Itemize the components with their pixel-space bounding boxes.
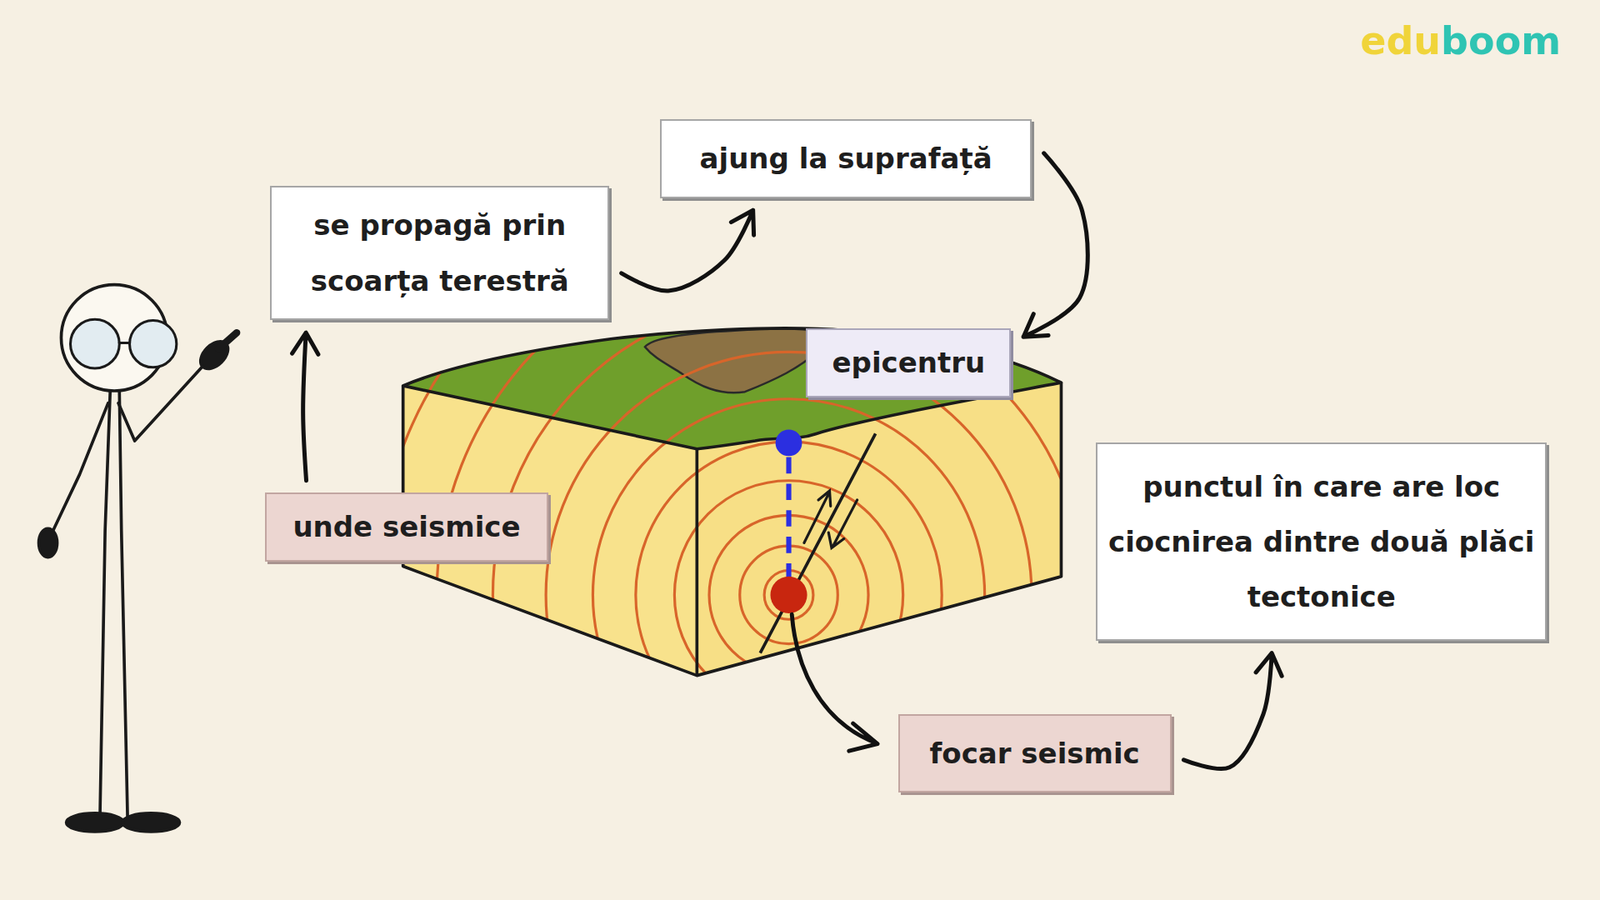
fault-line bbox=[760, 433, 875, 653]
term-box: epicentru bbox=[805, 328, 1011, 397]
fault-motion-arrow bbox=[804, 490, 831, 543]
teacher-figure bbox=[39, 285, 238, 832]
foot bbox=[66, 813, 125, 832]
flow-arrow bbox=[1183, 653, 1282, 770]
definition-box: punctul în care are loc ciocnirea dintre… bbox=[1095, 442, 1547, 641]
left-arm bbox=[53, 403, 109, 531]
flow-arrow bbox=[621, 210, 755, 291]
node-text: focar seismic bbox=[929, 725, 1140, 781]
wave-ring bbox=[764, 570, 814, 620]
node-text: unde seismice bbox=[292, 499, 520, 555]
node-text: ajung la suprafață bbox=[700, 130, 993, 186]
ground-surface bbox=[403, 328, 1062, 450]
surface-outline bbox=[403, 328, 1062, 450]
leader-arrow bbox=[791, 614, 878, 751]
step-box: ajung la suprafață bbox=[660, 119, 1032, 198]
step-box: se propagă prin scoarța terestră bbox=[270, 185, 610, 321]
node-text: epicentru bbox=[832, 335, 986, 390]
focus-dot bbox=[770, 576, 807, 614]
body-line bbox=[119, 390, 128, 817]
glasses-lens bbox=[130, 320, 177, 367]
fault-motion-arrow bbox=[828, 500, 857, 549]
depth-dashed-line bbox=[785, 457, 791, 582]
term-box: unde seismice bbox=[265, 492, 548, 561]
wave-ring bbox=[436, 242, 1141, 900]
node-text: punctul în care are loc ciocnirea dintre… bbox=[1107, 459, 1535, 625]
block-edge bbox=[695, 449, 699, 676]
foot bbox=[122, 813, 180, 832]
node-text: se propagă prin scoarța terestră bbox=[281, 197, 598, 309]
epicenter-dot bbox=[775, 430, 803, 457]
brand-logo: eduboom bbox=[1360, 18, 1561, 64]
term-box: focar seismic bbox=[898, 714, 1172, 793]
wave-ring bbox=[635, 441, 942, 748]
wave-ring bbox=[740, 545, 839, 645]
pointing-finger bbox=[218, 332, 237, 350]
glasses-bridge bbox=[119, 341, 130, 345]
hand bbox=[39, 528, 58, 557]
flow-arrow bbox=[292, 332, 319, 481]
flow-arrow bbox=[1023, 153, 1088, 337]
body-line bbox=[100, 390, 110, 817]
glasses-lens bbox=[70, 319, 120, 369]
